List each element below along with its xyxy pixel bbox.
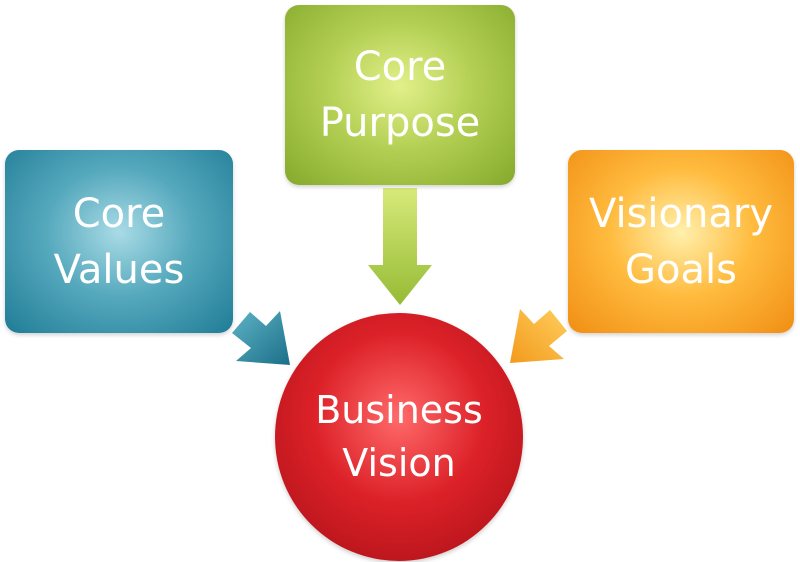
core-purpose-line2: Purpose xyxy=(319,100,481,146)
core-values-line2: Values xyxy=(53,246,185,293)
core-values-line1: Core xyxy=(72,190,166,237)
core-purpose-line1: Core xyxy=(353,44,447,90)
visionary-goals-line2: Goals xyxy=(625,246,737,293)
business-vision-line1: Business xyxy=(315,387,483,432)
business-vision-line2: Vision xyxy=(342,441,456,485)
visionary-goals-line1: Visionary xyxy=(588,190,773,237)
arrow-goals-to-vision xyxy=(510,309,567,363)
core-values-box: Core Values xyxy=(5,150,233,333)
core-purpose-box: Core Purpose xyxy=(285,5,515,185)
arrow-purpose-to-vision xyxy=(368,188,432,305)
visionary-goals-box: Visionary Goals xyxy=(568,150,794,333)
business-vision-circle: Business Vision xyxy=(275,313,523,561)
arrow-values-to-vision xyxy=(232,311,290,365)
